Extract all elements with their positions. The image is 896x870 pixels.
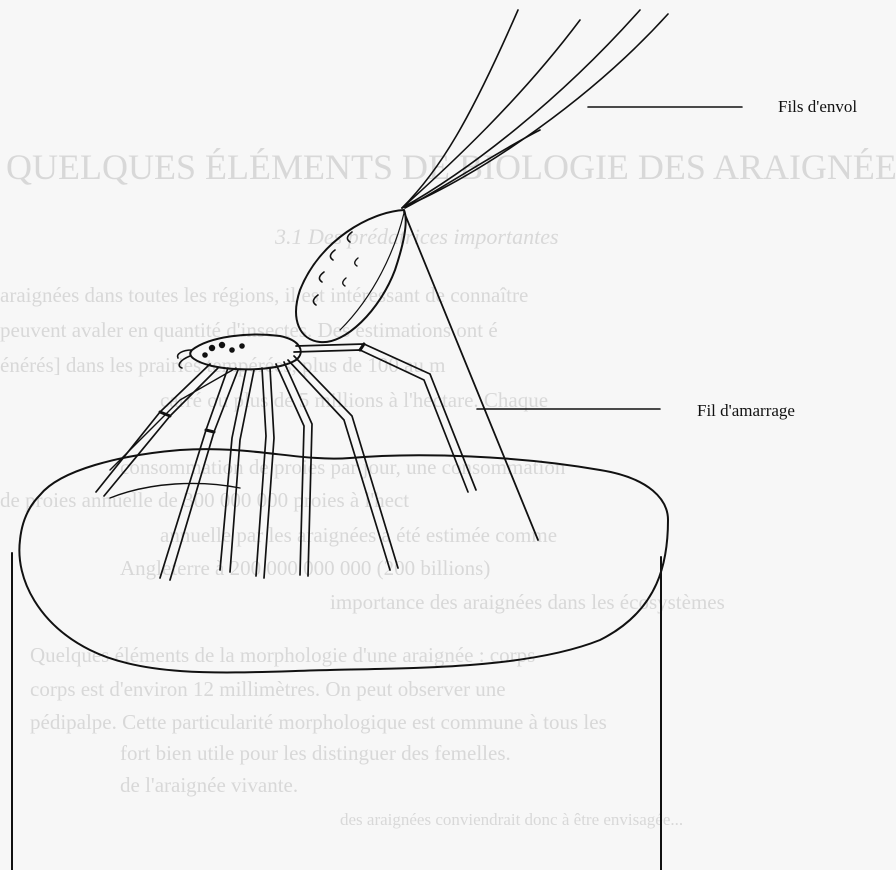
spider-leg xyxy=(294,344,476,492)
spider-leg xyxy=(288,356,398,570)
spider-leg xyxy=(256,368,274,578)
spider-cephalothorax xyxy=(178,335,301,370)
stump-top-ring xyxy=(110,483,240,498)
anchor-thread xyxy=(404,212,538,540)
spider-leg xyxy=(276,362,312,576)
abdomen-marking xyxy=(313,295,318,305)
label-fil-amarrage: Fil d'amarrage xyxy=(697,401,795,421)
spider-legs xyxy=(96,344,476,580)
stump-top-outline xyxy=(19,449,668,672)
spider-abdomen xyxy=(296,210,406,342)
ballooning-threads xyxy=(402,10,668,208)
spider-leg xyxy=(110,368,236,470)
thread xyxy=(402,14,668,208)
abdomen-marking xyxy=(343,278,346,286)
thread xyxy=(402,10,640,208)
abdomen-marking xyxy=(330,250,335,260)
abdomen-marking xyxy=(355,258,358,266)
abdomen-marking xyxy=(347,232,352,242)
stump xyxy=(12,449,668,870)
spider-leg xyxy=(220,370,254,572)
thread xyxy=(402,20,580,208)
label-fils-envol: Fils d'envol xyxy=(778,97,857,117)
spider-leg xyxy=(96,364,218,496)
abdomen-marking xyxy=(319,272,324,282)
